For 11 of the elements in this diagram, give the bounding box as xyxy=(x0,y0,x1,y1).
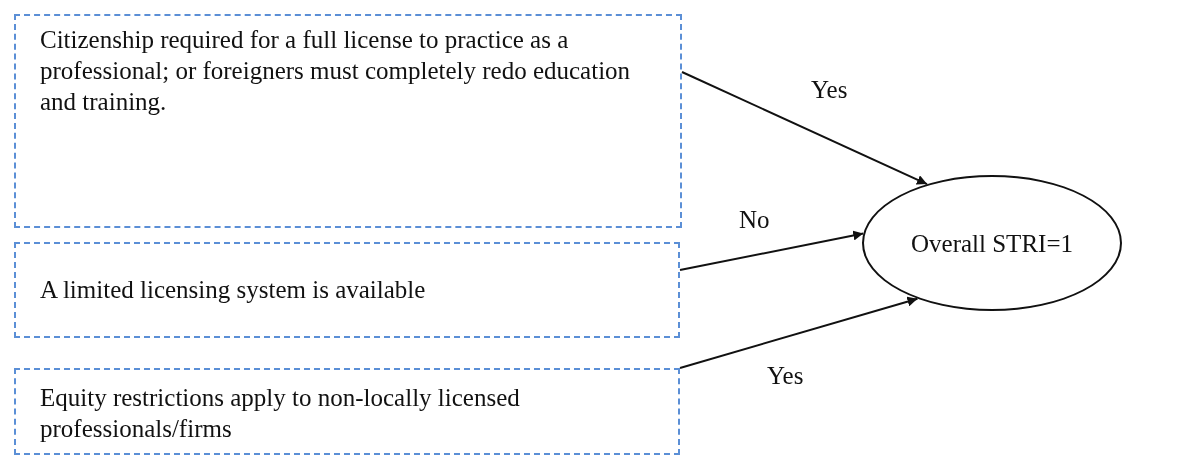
arrow xyxy=(681,71,928,186)
node-text: A limited licensing system is available xyxy=(40,275,427,305)
node-text: Equity restrictions apply to non-locally licensed professionals/firms xyxy=(40,383,521,444)
dashed-box xyxy=(14,368,680,455)
dashed-box xyxy=(14,14,682,228)
arrow xyxy=(679,230,865,271)
ellipse-node xyxy=(862,175,1122,311)
dashed-box xyxy=(14,242,680,338)
node-text: Overall STRI=1 xyxy=(911,228,1073,259)
node-text: Citizenship required for a full license to practice as a professional; or foreigners must completely redo education and training. xyxy=(40,25,632,117)
arrow xyxy=(679,296,919,369)
